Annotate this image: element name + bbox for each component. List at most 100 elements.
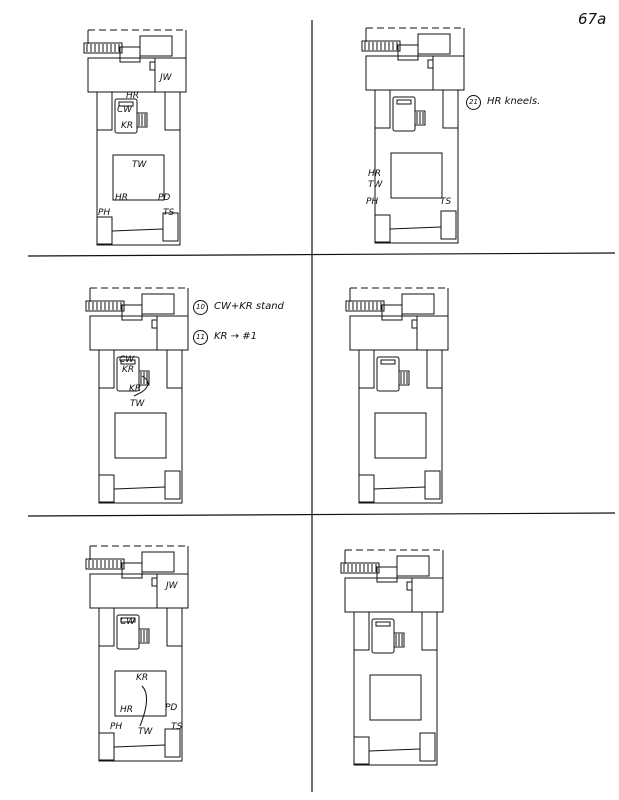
cart <box>392 96 416 132</box>
small-box <box>397 44 419 61</box>
lower-frame <box>374 89 459 244</box>
handwritten-label: KR <box>122 365 134 375</box>
horizontal-divider-2 <box>27 512 616 517</box>
machine-box <box>396 555 430 577</box>
base-line <box>113 486 166 490</box>
left-foot <box>96 216 113 245</box>
left-post <box>353 611 370 651</box>
conveyor <box>85 300 125 312</box>
handwritten-label: KR <box>121 121 133 131</box>
left-foot <box>353 736 370 765</box>
lower-frame <box>98 607 183 762</box>
handwritten-label: PH <box>110 722 122 732</box>
left-foot <box>358 474 375 503</box>
right-foot <box>440 210 457 240</box>
right-post <box>426 349 443 389</box>
steps <box>398 370 410 386</box>
small-box <box>121 304 143 321</box>
steps <box>414 110 426 126</box>
cart-handle <box>120 617 136 623</box>
cart-handle <box>118 101 134 107</box>
handwritten-label: JW <box>158 73 173 83</box>
handwritten-label: TS <box>171 722 182 732</box>
table-box <box>114 412 167 459</box>
switch <box>149 61 156 71</box>
conveyor <box>83 42 123 54</box>
right-post <box>164 91 181 131</box>
floor-plan-bottom-right <box>340 549 444 766</box>
switch <box>411 319 418 329</box>
machine-box <box>417 33 451 55</box>
left-foot <box>98 474 115 503</box>
handwritten-label: TW <box>138 727 153 737</box>
handwritten-label: PH <box>366 197 378 207</box>
cart <box>376 356 400 392</box>
table-box <box>112 154 165 201</box>
cart-handle <box>396 99 412 105</box>
left-foot <box>98 732 115 761</box>
machine-box <box>139 35 173 57</box>
switch <box>406 581 413 591</box>
lower-frame <box>353 611 438 766</box>
small-box <box>121 562 143 579</box>
left-post <box>358 349 375 389</box>
handwritten-label: JW <box>164 581 179 591</box>
handwritten-label: KR <box>136 673 148 683</box>
handwritten-label: PD <box>158 193 170 203</box>
machine-box <box>141 551 175 573</box>
conveyor <box>361 40 401 52</box>
cart-handle <box>120 359 136 365</box>
handwritten-label: CW <box>117 105 133 115</box>
machine-box <box>401 293 435 315</box>
movement-arrow <box>139 685 147 727</box>
handwritten-label: HR <box>368 169 381 179</box>
base-line <box>368 748 421 752</box>
horizontal-divider-1 <box>27 252 616 257</box>
handwritten-label: PD <box>165 703 177 713</box>
main-block <box>349 315 449 351</box>
handwritten-label: CW <box>119 355 135 365</box>
handwritten-label: HR <box>115 193 128 203</box>
conveyor <box>85 558 125 570</box>
steps <box>136 112 148 128</box>
handwritten-label: KR <box>129 384 141 394</box>
right-foot <box>162 212 179 242</box>
switch <box>151 319 158 329</box>
lower-frame <box>96 91 181 246</box>
left-post <box>98 607 115 647</box>
handwritten-label: HR <box>126 91 139 101</box>
right-post <box>421 611 438 651</box>
small-box <box>376 566 398 583</box>
table-box <box>114 670 167 717</box>
main-block <box>89 573 189 609</box>
right-foot <box>164 728 181 758</box>
table-box <box>390 152 443 199</box>
conveyor <box>340 562 380 574</box>
movement-arrow <box>133 375 149 397</box>
main-block <box>89 315 189 351</box>
handwritten-label: TW <box>130 399 145 409</box>
cart-handle <box>380 359 396 365</box>
steps <box>138 370 150 386</box>
main-block <box>365 55 465 91</box>
left-post <box>96 91 113 131</box>
right-post <box>442 89 459 129</box>
steps <box>138 628 150 644</box>
switch <box>427 59 434 69</box>
page-number: 67a <box>578 10 607 28</box>
lower-frame <box>358 349 443 504</box>
base-line <box>373 486 426 490</box>
cart <box>371 618 395 654</box>
floor-plan-middle-right <box>345 287 449 504</box>
handwritten-label: HR <box>120 705 133 715</box>
table-box <box>369 674 422 721</box>
right-foot <box>424 470 441 500</box>
handwritten-label: PH <box>98 208 110 218</box>
